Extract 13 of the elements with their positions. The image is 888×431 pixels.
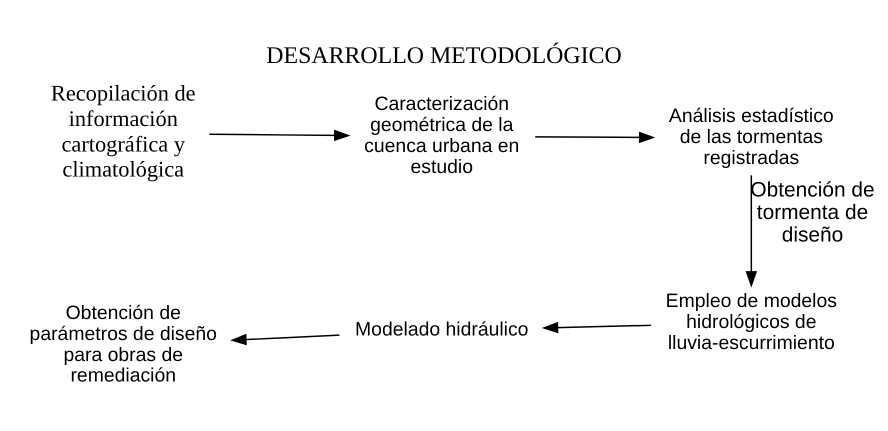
node-text: Obtención de parámetros de diseño para obras de remediación <box>30 302 217 387</box>
arrow <box>209 130 351 142</box>
arrow <box>230 334 340 346</box>
arrow <box>535 132 656 144</box>
node-text: Recopilación de información cartográfica y climatológica <box>50 80 196 182</box>
node-text: Caracterización geométrica de la cuenca urbana en estudio <box>364 93 520 178</box>
arrow <box>746 175 758 288</box>
edge-label: Obtención de tormenta de diseño <box>750 178 875 246</box>
diagram-title: DESARROLLO METODOLÓGICO <box>266 43 622 70</box>
node-text: Análisis estadístico de las tormentas registradas <box>668 105 834 169</box>
arrow <box>542 322 652 334</box>
node-text: Empleo de modelos hidrológicos de lluvia-escurrimiento <box>666 290 837 354</box>
node-text: Modelado hidráulico <box>355 318 528 340</box>
